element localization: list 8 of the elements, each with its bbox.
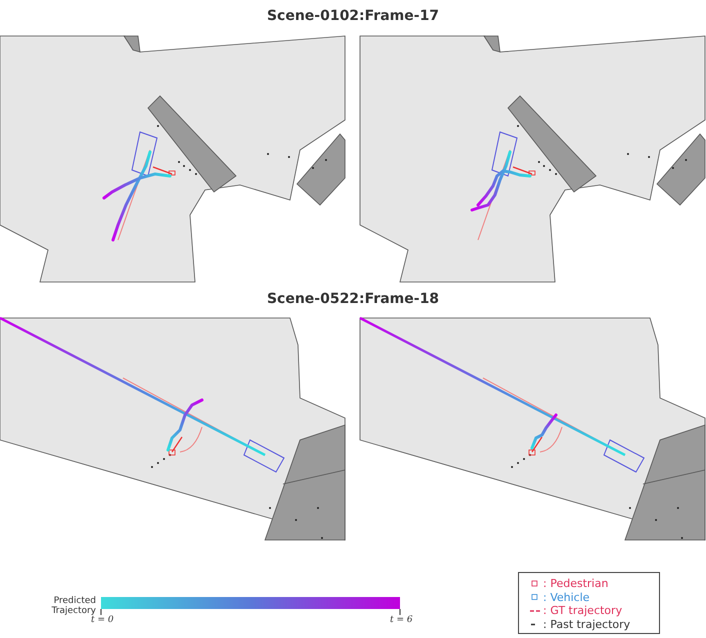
legend-label: : Past trajectory (543, 618, 630, 630)
panel-title: Scene-0102:Frame-17 (266, 8, 440, 24)
legend-label: : Pedestrian (543, 577, 608, 590)
legend-label: : Vehicle (543, 590, 590, 604)
tick-label: t = 0 (91, 615, 114, 625)
panel-title: Scene-0522:Frame-18 (266, 291, 440, 307)
legend-label: : GT trajectory (543, 604, 622, 617)
tick-label: t = 6 (390, 615, 413, 625)
